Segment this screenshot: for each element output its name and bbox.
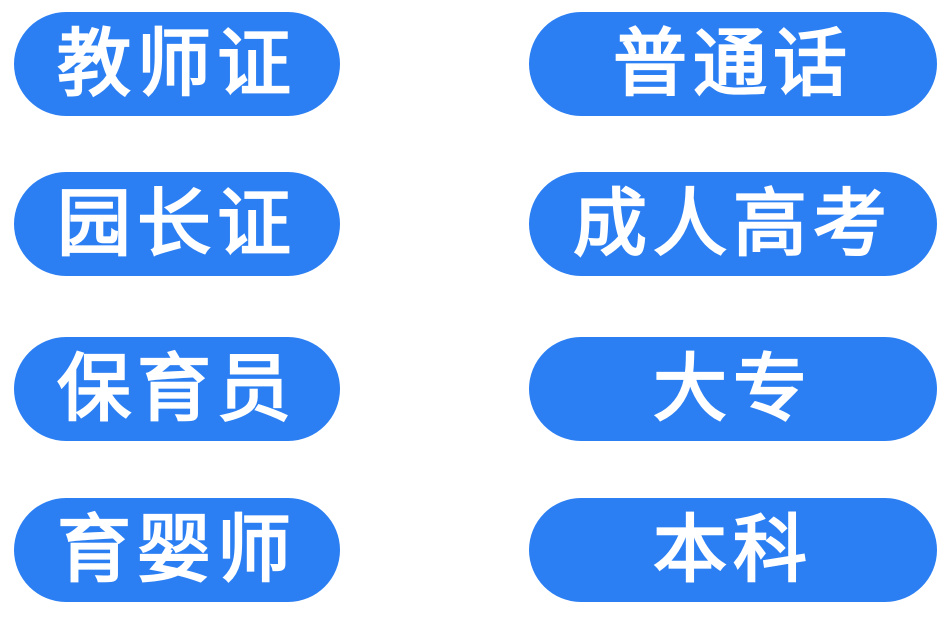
associate-degree-button[interactable]: 大专 — [529, 337, 937, 441]
bachelor-degree-button[interactable]: 本科 — [529, 498, 937, 602]
infant-caregiver-button[interactable]: 育婴师 — [14, 498, 340, 602]
mandarin-button[interactable]: 普通话 — [529, 12, 937, 116]
childcare-worker-button[interactable]: 保育员 — [14, 337, 340, 441]
principal-certificate-button[interactable]: 园长证 — [14, 172, 340, 276]
teacher-certificate-button[interactable]: 教师证 — [14, 12, 340, 116]
adult-college-exam-button[interactable]: 成人高考 — [529, 172, 937, 276]
